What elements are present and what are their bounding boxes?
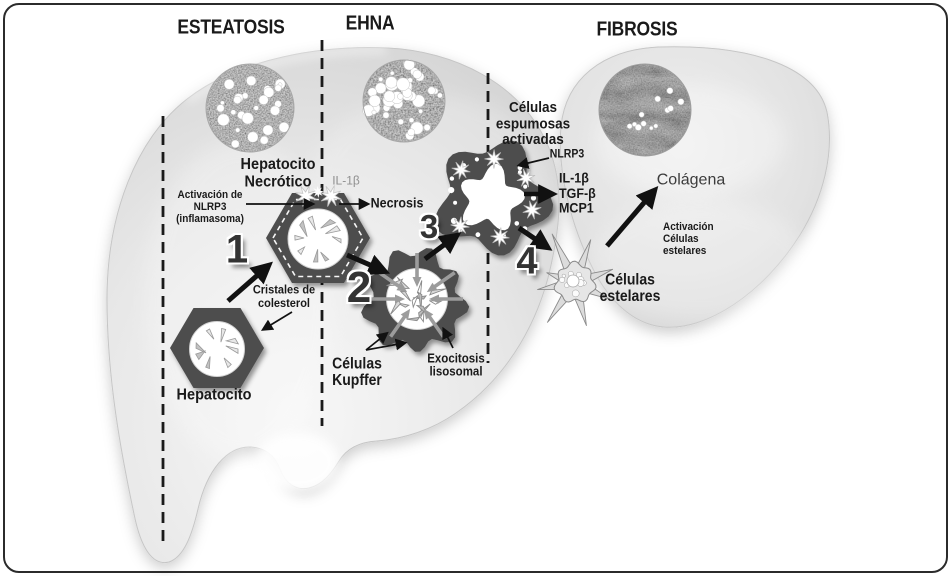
step-number-4: 4 bbox=[516, 240, 538, 283]
foam-cell bbox=[434, 140, 554, 256]
arrow-step3 bbox=[423, 232, 462, 262]
step-number-1: 1 bbox=[225, 227, 249, 272]
label-celulas-estelares: Células estelares bbox=[599, 270, 661, 305]
arrow-step1 bbox=[226, 261, 273, 303]
label-colagena: Colágena bbox=[656, 171, 726, 189]
label-celulas-espumosas: Células espumosas activadas bbox=[495, 98, 571, 148]
arrow-collagen bbox=[605, 185, 659, 248]
label-activacion-nlrp3: Activación de NLRP3 (inflamasoma) bbox=[176, 189, 244, 225]
label-exocitosis-lisosomal: Exocitosis lisosomal bbox=[427, 352, 485, 380]
liver-highlights bbox=[145, 46, 810, 492]
label-il1b: IL-1β bbox=[332, 173, 360, 188]
arrow-step4 bbox=[517, 225, 553, 251]
label-necrosis: Necrosis bbox=[370, 195, 424, 211]
histology-ehna bbox=[362, 59, 446, 143]
stage-header-ehna: EHNA bbox=[345, 10, 395, 35]
hepatocyte-cell bbox=[170, 308, 264, 388]
label-hepatocito: Hepatocito bbox=[176, 386, 252, 404]
arrow-kupffer-b bbox=[365, 338, 408, 351]
label-hepatocito-necrotico: Hepatocito Necrótico bbox=[240, 155, 316, 191]
stage-header-esteatosis: ESTEATOSIS bbox=[177, 14, 285, 39]
arrow-exocytosis bbox=[442, 326, 454, 349]
arrow-step2 bbox=[346, 252, 391, 275]
arrow-cholesterol-crystals bbox=[260, 311, 293, 331]
label-citocinas: IL-1β TGF-β MCP1 bbox=[559, 170, 596, 216]
stellate-cell bbox=[537, 233, 614, 326]
label-activacion-estelares: Activación Células estelares bbox=[663, 221, 714, 257]
histology-steatosis bbox=[205, 63, 295, 153]
arrow-nlrp3-foam bbox=[516, 157, 550, 169]
process-arrows bbox=[226, 157, 659, 351]
step-number-2: 2 bbox=[346, 263, 372, 312]
histology-fibrosis bbox=[598, 63, 692, 157]
label-celulas-kupffer: Células Kupffer bbox=[332, 354, 382, 389]
label-cristales-colesterol: Cristales de colesterol bbox=[252, 283, 316, 311]
arrow-kupffer-a bbox=[365, 331, 389, 351]
stage-header-fibrosis: FIBROSIS bbox=[596, 16, 678, 41]
label-nlrp3: NLRP3 bbox=[549, 147, 585, 161]
step-number-3: 3 bbox=[419, 208, 439, 245]
